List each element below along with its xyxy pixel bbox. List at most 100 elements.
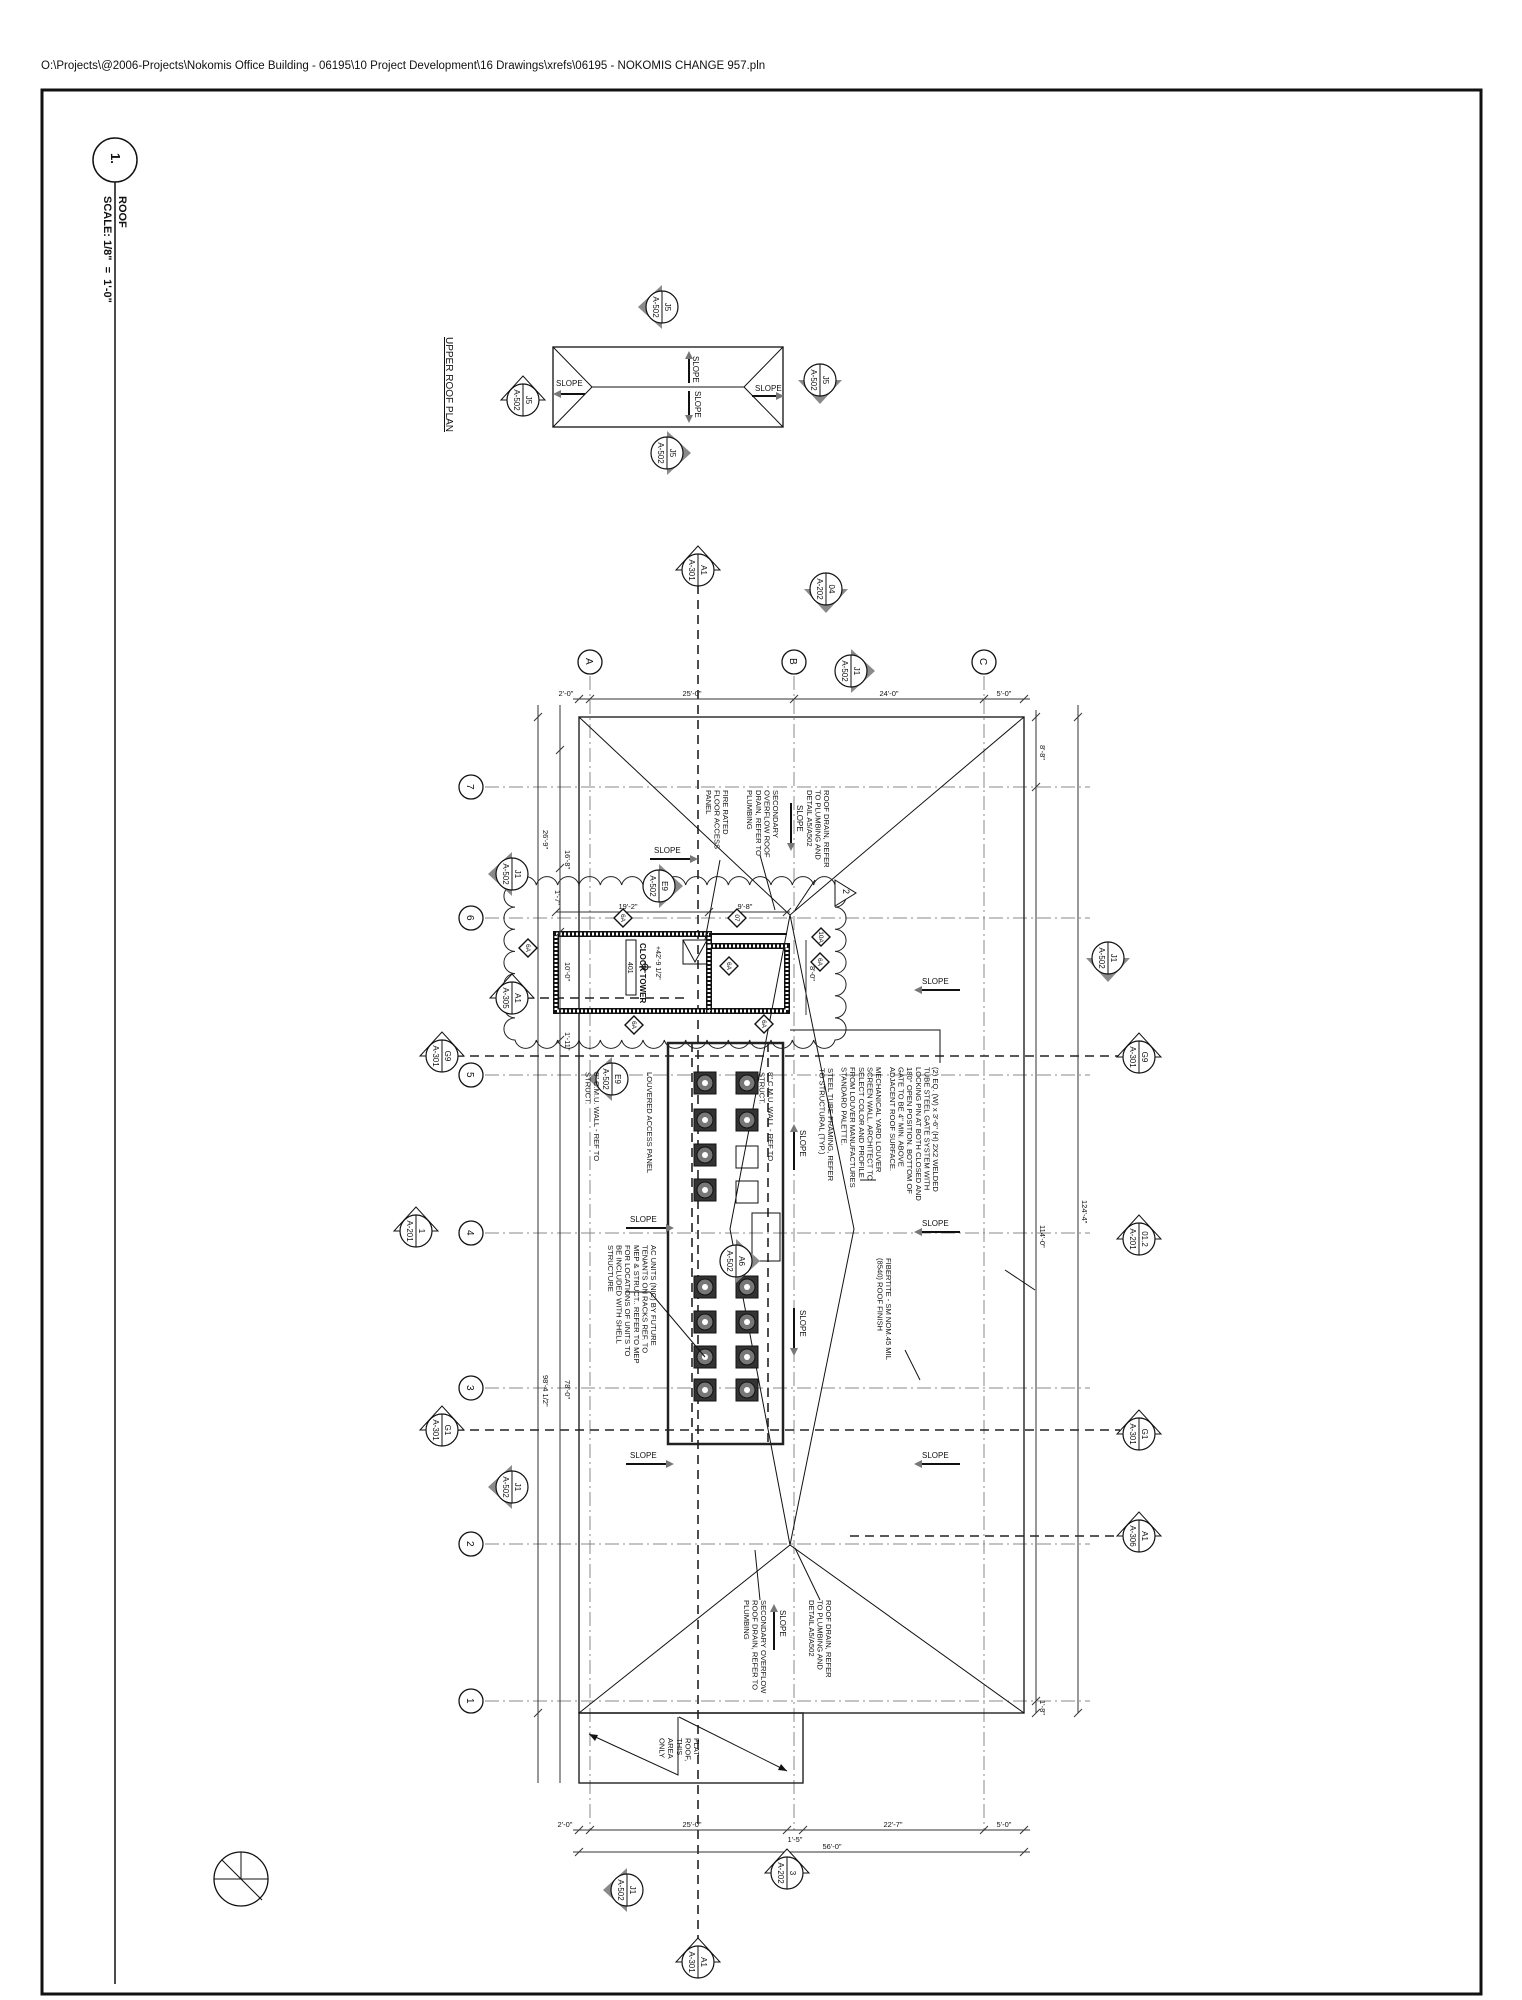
section-callout[interactable]: J1A-502 [603, 1868, 644, 1912]
ac-unit [693, 1071, 717, 1095]
note-line: FLAT [692, 1738, 701, 1756]
section-callout[interactable]: 04A-202 [804, 572, 848, 613]
section-callout[interactable]: A1A-301 [674, 545, 722, 587]
slope-label: SLOPE [778, 1610, 787, 1637]
slope-label: SLOPE [691, 356, 700, 383]
section-callout[interactable]: E9A-502 [588, 1057, 629, 1101]
callout-sheet: A-301 [431, 1419, 440, 1441]
leader-line [704, 859, 721, 941]
grid-label: 5 [464, 1072, 475, 1078]
grid-bubble-C [971, 649, 997, 675]
dimension-label: 5'-0" [997, 689, 1012, 698]
section-callout[interactable]: J5A-502 [798, 363, 842, 404]
note-line: DRAIN, REFER TO [754, 790, 763, 856]
ac-unit [693, 1143, 717, 1167]
note-line: AREA [666, 1738, 675, 1760]
upper-roof-plan-title: UPPER ROOF PLAN [443, 337, 454, 432]
note-line: TENANTS ON RACKS REF. TO [640, 1245, 649, 1353]
ac-unit [735, 1275, 759, 1299]
callout-sheet: A-502 [656, 442, 665, 464]
section-callout[interactable]: A1A-306 [1115, 1511, 1163, 1553]
wall-type-tag [719, 956, 739, 976]
section-callout[interactable]: 1A-201 [392, 1206, 440, 1248]
note-line: STRUCT. [757, 1072, 766, 1104]
sheet-border [40, 88, 1483, 1996]
ac-unit [693, 1275, 717, 1299]
dimension-label: 5'-0" [997, 1820, 1012, 1829]
note: 8" C.M.U. WALL - REF TOSTRUCT. [757, 1072, 775, 1161]
section-callout[interactable]: J5A-502 [650, 431, 691, 475]
callout-detail: E9 [660, 881, 669, 891]
callout-sheet: A-306 [1128, 1525, 1137, 1547]
note-line: DETAIL A5/A502 [805, 790, 814, 847]
callout-sheet: A-301 [1128, 1423, 1137, 1445]
grid-label: 7 [464, 784, 475, 790]
leader-line [794, 1547, 821, 1601]
grid-label: A [583, 658, 594, 665]
wall-type-label: 6A [619, 914, 626, 923]
section-callout[interactable]: E9A-502 [642, 864, 683, 908]
callout-detail: 04 [827, 585, 836, 594]
north-arrow-icon [213, 1851, 269, 1907]
note-line: ROOF DRAIN, REFER TO [750, 1600, 759, 1690]
dimension-label: 78'-0" [563, 1380, 572, 1399]
section-callout[interactable]: J1A-502 [488, 852, 529, 896]
wall-type-label: 6A [760, 1020, 767, 1029]
section-callout[interactable]: G9A-301 [418, 1031, 466, 1073]
section-callout[interactable]: G1A-301 [1115, 1409, 1163, 1451]
grid-bubble-2 [458, 1531, 484, 1557]
note-line: BE INCLUDED WITH SHELL [615, 1245, 624, 1344]
section-callout[interactable]: J1A-502 [834, 649, 875, 693]
note-line: SCREEN WALL. ARCHITECT TO [865, 1067, 874, 1181]
slope-label: SLOPE [693, 391, 702, 418]
note-line: STRUCT. [583, 1072, 592, 1104]
grid-label: 3 [464, 1385, 475, 1391]
note: SECONDARY OVERFLOWROOF DRAIN, REFER TOPL… [742, 1600, 768, 1694]
grid-label: 1 [464, 1698, 475, 1704]
wall-type-label: 6A [725, 962, 732, 971]
section-callout[interactable]: 01.2A-201 [1115, 1214, 1163, 1256]
dimension-label: 25'-0" [682, 689, 701, 698]
wall-type-tag [754, 1014, 774, 1034]
section-callout[interactable]: A1A-301 [674, 1937, 722, 1979]
section-callout[interactable]: J5A-502 [638, 285, 679, 329]
section-callout[interactable]: J5A-502 [499, 375, 547, 417]
slope-label: SLOPE [630, 1215, 657, 1224]
callout-detail: G1 [1140, 1429, 1149, 1440]
callout-detail: G9 [443, 1051, 452, 1062]
callout-sheet: A-301 [1128, 1046, 1137, 1068]
revision-number: 2 [841, 889, 851, 894]
note: FIRE RATEDFLOOR ACCESSPANEL [704, 790, 730, 849]
dimension-label: 1'-5" [788, 1835, 803, 1844]
dimension-label: 56'-0" [822, 1842, 841, 1851]
grid-label: 6 [464, 915, 475, 921]
slope-label: SLOPE [795, 805, 804, 832]
note-line: OVERFLOW ROOF [762, 790, 771, 858]
elevation-marker-icon [639, 961, 651, 973]
note-line: FOR LOCATIONS OF UNITS TO [623, 1245, 632, 1356]
wall-type-label: 6A [630, 1021, 637, 1030]
note-line: ADJACENT ROOF SURFACE. [888, 1067, 897, 1171]
note: SECONDARYOVERFLOW ROOFDRAIN, REFER TOPLU… [745, 790, 780, 858]
section-callout[interactable]: 3A-202 [763, 1848, 811, 1890]
leader-line [790, 1029, 941, 1063]
section-callout[interactable]: J1A-502 [488, 1465, 529, 1509]
grid-bubble-A [577, 649, 603, 675]
note-line: GATE TO BE 4" MIN. ABOVE [897, 1067, 906, 1167]
callout-detail: J5 [524, 396, 533, 405]
callout-sheet: A-502 [501, 863, 510, 885]
section-callout[interactable]: G9A-301 [1115, 1032, 1163, 1074]
section-callout[interactable]: A1A-305 [488, 973, 536, 1015]
section-callout[interactable]: J1A-502 [1086, 941, 1130, 982]
dimension-label: 2'-0" [558, 1820, 573, 1829]
section-callout[interactable]: A6A-502 [719, 1239, 760, 1283]
section-callout[interactable]: G1A-301 [418, 1405, 466, 1447]
callout-detail: 3 [788, 1871, 797, 1876]
callout-sheet: A-502 [809, 369, 818, 391]
dimension-strings: 2'-0"25'-0"24'-0"5'-0"2'-0"25'-0"1'-5"22… [533, 689, 1089, 1857]
slope-label: SLOPE [654, 846, 681, 855]
callout-detail: 1 [417, 1229, 426, 1234]
